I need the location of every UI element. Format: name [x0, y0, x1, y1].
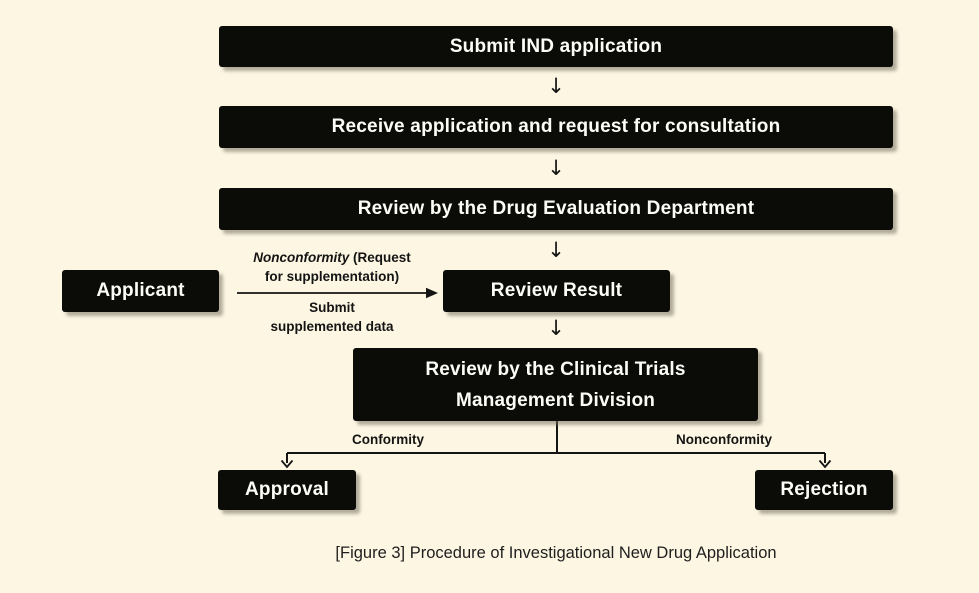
branch-label-conformity: Conformity	[352, 432, 424, 447]
flow-box-clinical-trials: Review by the Clinical Trials Management…	[353, 348, 758, 421]
down-arrow-icon: ↓	[547, 238, 565, 262]
down-arrow-icon: ↓	[547, 74, 565, 98]
flow-box-submit-ind: Submit IND application	[219, 26, 893, 67]
edge-label-submit-line2: supplemented data	[270, 319, 394, 334]
down-arrow-icon: ↓	[547, 316, 565, 340]
edge-label-submit-line1: Submit	[309, 300, 355, 315]
down-arrowhead-icon	[280, 459, 294, 469]
flow-box-review-drug-eval: Review by the Drug Evaluation Department	[219, 188, 893, 230]
down-arrow-icon: ↓	[547, 156, 565, 180]
flow-box-review-result: Review Result	[443, 270, 670, 312]
edge-label-submit-supplemented: Submit supplemented data	[242, 298, 422, 336]
edge-label-request-text: (Request	[349, 250, 411, 265]
right-arrowhead-icon	[426, 287, 438, 299]
branch-connector-line	[286, 421, 826, 463]
edge-label-nonconformity-request: Nonconformity (Request for supplementati…	[227, 248, 437, 286]
flow-box-applicant: Applicant	[62, 270, 219, 312]
branch-label-nonconformity: Nonconformity	[676, 432, 772, 447]
clinical-trials-line2: Management Division	[455, 389, 656, 411]
flow-box-approval: Approval	[218, 470, 356, 510]
flow-box-rejection: Rejection	[755, 470, 893, 510]
edge-label-supplementation-text: for supplementation)	[264, 269, 400, 284]
down-arrowhead-icon	[818, 459, 832, 469]
figure-caption: [Figure 3] Procedure of Investigational …	[335, 544, 777, 562]
clinical-trials-line1: Review by the Clinical Trials	[425, 358, 686, 380]
edge-label-nonconformity-italic: Nonconformity	[253, 250, 350, 265]
flow-box-receive-application: Receive application and request for cons…	[219, 106, 893, 148]
